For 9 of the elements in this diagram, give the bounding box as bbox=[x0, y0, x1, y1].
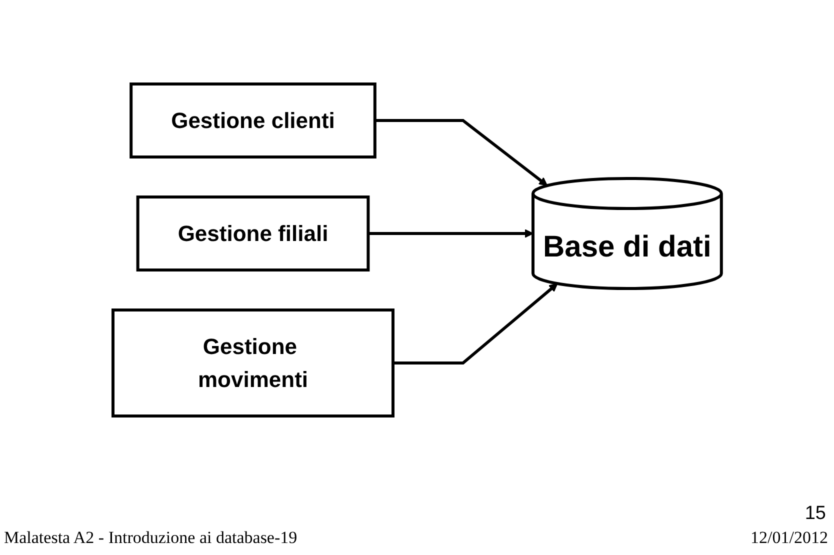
node-box: Gestione clienti bbox=[129, 82, 376, 158]
node-box: Gestione filiali bbox=[136, 196, 370, 272]
arrow bbox=[368, 229, 534, 238]
footer-text: Malatesta A2 - Introduzione ai database-19 bbox=[4, 528, 298, 548]
arrow bbox=[392, 283, 558, 364]
node-box: Gestione movimenti bbox=[111, 308, 394, 418]
arrow bbox=[374, 119, 548, 186]
date-text: 12/01/2012 bbox=[750, 528, 828, 548]
page-number: 15 bbox=[804, 503, 826, 525]
